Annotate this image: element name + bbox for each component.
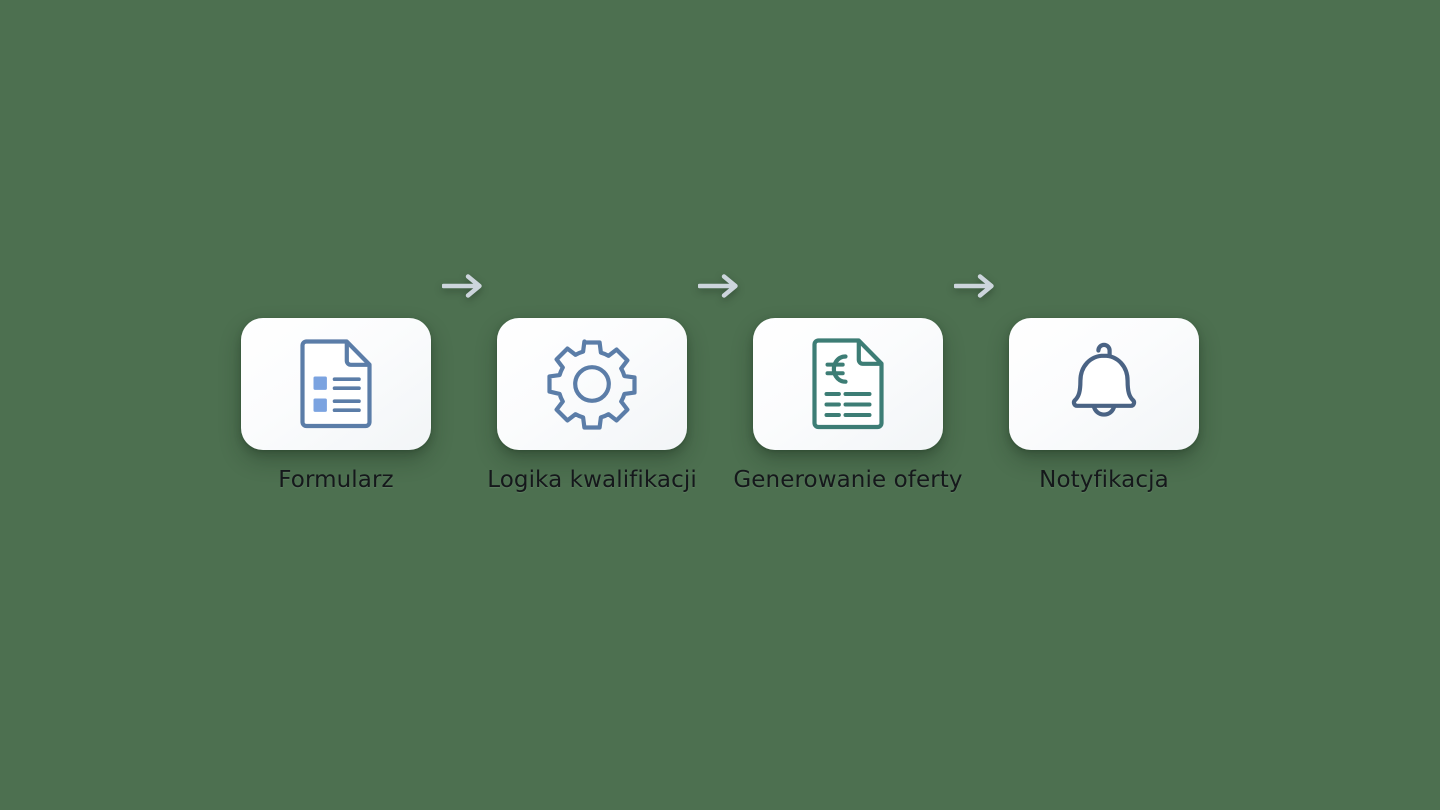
flow-step-generowanie-oferty[interactable]: Generowanie oferty <box>733 318 963 492</box>
arrow-right-icon <box>698 271 742 301</box>
flow-step-card[interactable] <box>497 318 687 450</box>
flow-step-card[interactable] <box>241 318 431 450</box>
flow-connector-2 <box>687 271 753 301</box>
flow-step-formularz[interactable]: Formularz <box>241 318 431 492</box>
arrow-right-icon <box>954 271 998 301</box>
flow-connector-1 <box>431 271 497 301</box>
flow-step-label: Formularz <box>278 467 394 493</box>
flow-step-label: Logika kwalifikacji <box>487 467 697 493</box>
flow-step-label: Notyfikacja <box>1039 467 1169 493</box>
gear-icon <box>544 336 640 432</box>
flow-step-notyfikacja[interactable]: Notyfikacja <box>1009 318 1199 492</box>
arrow-right-icon <box>442 271 486 301</box>
form-document-icon <box>297 338 375 430</box>
flow-step-card[interactable] <box>1009 318 1199 450</box>
flow-step-logika-kwalifikacji[interactable]: Logika kwalifikacji <box>487 318 697 492</box>
flow-connector-3 <box>943 271 1009 301</box>
bell-icon <box>1058 338 1150 430</box>
euro-invoice-document-icon <box>809 337 887 431</box>
flow-step-label: Generowanie oferty <box>733 467 963 493</box>
flow-step-card[interactable] <box>753 318 943 450</box>
